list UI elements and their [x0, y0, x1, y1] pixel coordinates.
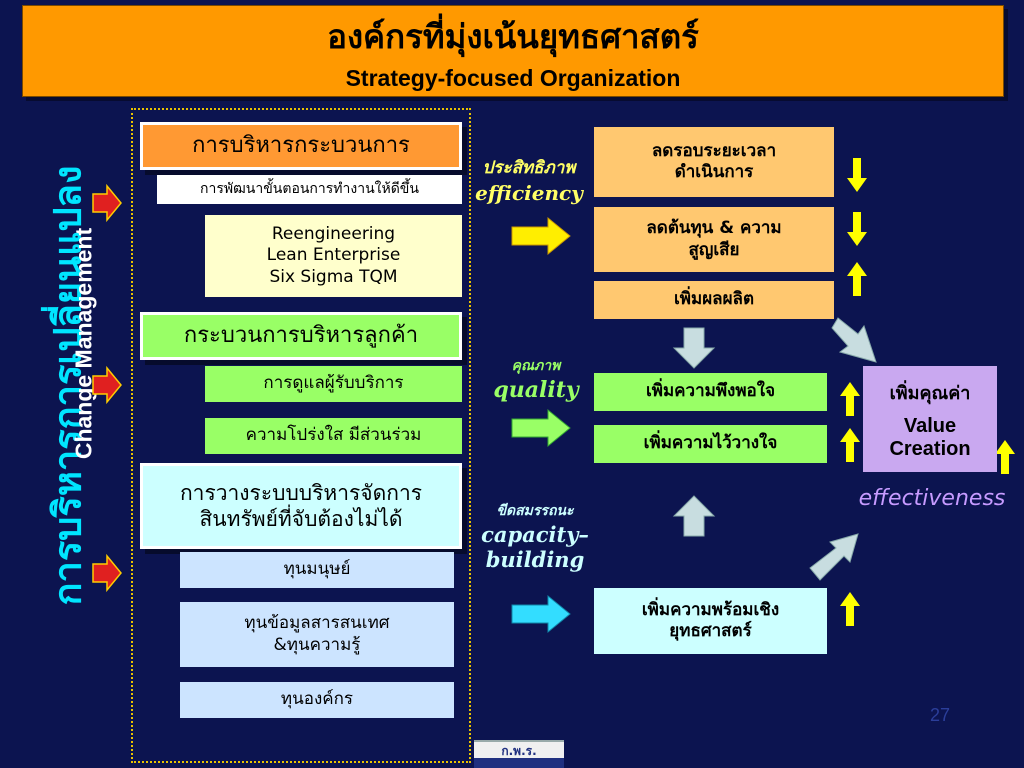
increase-satisfaction-box: เพิ่มความพึงพอใจ: [594, 373, 827, 411]
small-up-arrow-icon: [840, 382, 860, 416]
small-up-arrow-icon: [847, 262, 867, 296]
value-creation-thai: เพิ่มคุณค่า: [889, 382, 971, 404]
efficiency-label: ประสิทธิภาพ efficiency: [462, 154, 596, 205]
logo-strip: [474, 758, 564, 768]
increase-trust-text: เพิ่มความไว้วางใจ: [643, 433, 778, 454]
up-arrow-icon: [672, 495, 716, 537]
customer-management-heading: กระบวนการบริหารลูกค้า: [140, 312, 462, 360]
red-arrow-icon: [92, 183, 122, 223]
efficiency-label-english: efficiency: [475, 181, 583, 205]
small-up-arrow-icon: [840, 592, 860, 626]
efficiency-label-thai: ประสิทธิภาพ: [482, 158, 576, 178]
method-six-sigma-tqm: Six Sigma TQM: [269, 266, 398, 287]
information-capital-box: ทุนข้อมูลสารสนเทศ &ทุนความรู้: [180, 602, 454, 667]
transparency-text: ความโปร่งใส มีส่วนร่วม: [245, 425, 422, 446]
process-improvement-text: การพัฒนาขั้นตอนการทำงานให้ดีขึ้น: [200, 180, 419, 197]
human-capital-text: ทุนมนุษย์: [283, 559, 351, 580]
process-management-heading: การบริหารกระบวนการ: [140, 122, 462, 170]
capacity-label-english-line2: building: [485, 547, 585, 572]
reduce-cycle-time-line2: ดำเนินการ: [674, 162, 754, 182]
strategic-readiness-line2: ยุทธศาสตร์: [669, 621, 752, 641]
down-arrow-icon: [672, 327, 716, 369]
diagonal-down-arrow-icon: [831, 317, 877, 363]
value-creation-english-line1: Value: [903, 414, 957, 437]
quality-label-thai: คุณภาพ: [511, 358, 561, 374]
red-arrow-icon: [92, 553, 122, 593]
process-improvement-box: การพัฒนาขั้นตอนการทำงานให้ดีขึ้น: [157, 175, 462, 204]
title-english: Strategy-focused Organization: [345, 65, 681, 91]
process-management-heading-text: การบริหารกระบวนการ: [192, 133, 410, 159]
human-capital-box: ทุนมนุษย์: [180, 552, 454, 588]
transparency-box: ความโปร่งใส มีส่วนร่วม: [205, 418, 462, 454]
value-creation-box: เพิ่มคุณค่า Value Creation: [863, 366, 997, 472]
reduce-cycle-time-line1: ลดรอบระยะเวลา: [651, 140, 777, 161]
intangible-assets-heading-line2: สินทรัพย์ที่จับต้องไม่ได้: [199, 507, 403, 531]
diagonal-up-arrow-icon: [809, 533, 859, 581]
reduce-cost-box: ลดต้นทุน & ความ สูญเสีย: [594, 207, 834, 272]
method-lean-enterprise: Lean Enterprise: [266, 245, 401, 266]
quality-label-english: quality: [493, 377, 579, 403]
capacity-label-thai: ขีดสมรรถนะ: [496, 503, 574, 519]
organization-capital-text: ทุนองค์กร: [280, 689, 354, 710]
methods-box: Reengineering Lean Enterprise Six Sigma …: [205, 215, 462, 297]
method-reengineering: Reengineering: [271, 224, 396, 245]
increase-output-text: เพิ่มผลผลิต: [673, 289, 755, 310]
strategic-readiness-line1: เพิ่มความพร้อมเชิง: [641, 599, 780, 620]
small-up-arrow-icon: [840, 428, 860, 462]
logo-text: ก.พ.ร.: [501, 744, 537, 758]
quality-label: คุณภาพ quality: [476, 355, 596, 403]
information-capital-text-line2: &ทุนความรู้: [273, 634, 361, 655]
title-thai: องค์กรที่มุ่งเน้นยุทธศาสตร์: [327, 17, 699, 56]
reduce-cost-line1: ลดต้นทุน & ความ: [646, 218, 782, 239]
right-arrow-icon: [511, 408, 571, 448]
page-number: 27: [930, 705, 951, 725]
intangible-assets-heading: การวางระบบบริหารจัดการ สินทรัพย์ที่จับต้…: [140, 463, 462, 549]
customer-care-text: การดูแลผู้รับบริการ: [263, 373, 404, 394]
small-down-arrow-icon: [847, 212, 867, 246]
increase-output-box: เพิ่มผลผลิต: [594, 281, 834, 319]
capacity-label: ขีดสมรรถนะ capacity– building: [470, 500, 600, 572]
strategic-readiness-box: เพิ่มความพร้อมเชิง ยุทธศาสตร์: [594, 588, 827, 654]
capacity-label-english-line1: capacity–: [481, 522, 589, 547]
customer-care-box: การดูแลผู้รับบริการ: [205, 366, 462, 402]
small-up-arrow-icon: [995, 440, 1015, 474]
effectiveness-caption: effectiveness: [858, 486, 1006, 511]
customer-management-heading-text: กระบวนการบริหารลูกค้า: [183, 323, 419, 349]
red-arrow-icon: [92, 365, 122, 405]
title-bar: องค์กรที่มุ่งเน้นยุทธศาสตร์ Strategy-foc…: [22, 5, 1004, 97]
increase-trust-box: เพิ่มความไว้วางใจ: [594, 425, 827, 463]
information-capital-text-line1: ทุนข้อมูลสารสนเทศ: [244, 613, 390, 634]
small-down-arrow-icon: [847, 158, 867, 192]
increase-satisfaction-text: เพิ่มความพึงพอใจ: [645, 381, 776, 402]
reduce-cost-line2: สูญเสีย: [688, 239, 740, 260]
right-arrow-icon: [511, 216, 571, 256]
value-creation-english-line2: Creation: [889, 437, 971, 460]
dotted-frame: [131, 108, 471, 763]
organization-capital-box: ทุนองค์กร: [180, 682, 454, 718]
right-arrow-icon: [511, 594, 571, 634]
reduce-cycle-time-box: ลดรอบระยะเวลา ดำเนินการ: [594, 127, 834, 197]
intangible-assets-heading-line1: การวางระบบบริหารจัดการ: [179, 480, 423, 505]
logo: ก.พ.ร.: [474, 740, 564, 768]
